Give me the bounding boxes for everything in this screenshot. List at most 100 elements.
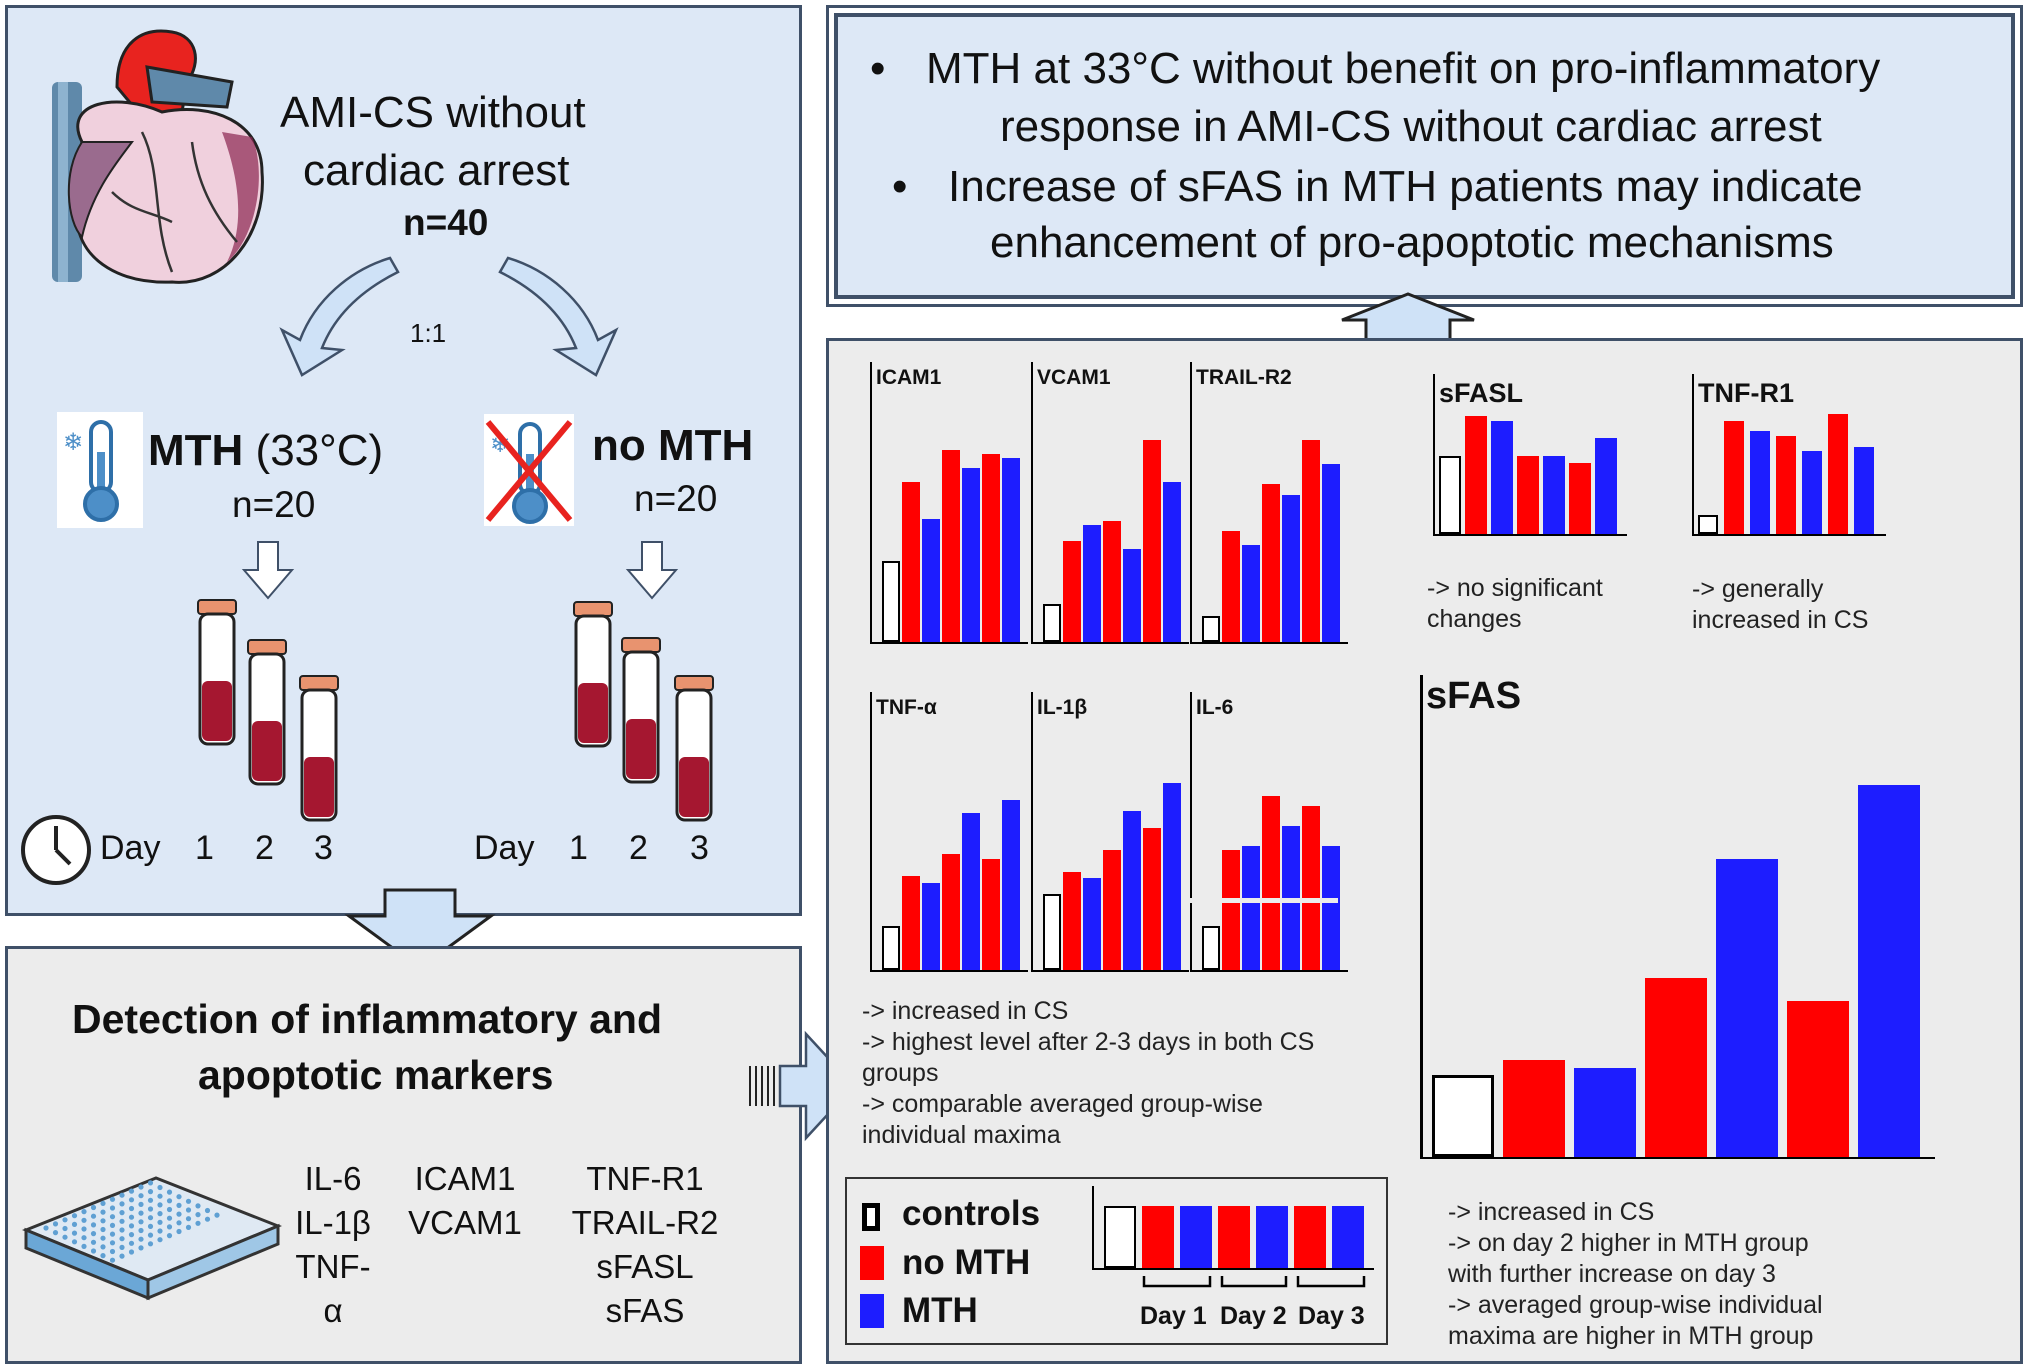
well-dot bbox=[81, 1226, 87, 1232]
well-dot bbox=[128, 1188, 135, 1194]
il6-x-axis bbox=[1190, 970, 1348, 972]
mth-down-arrow bbox=[241, 541, 295, 600]
il1b-bar-6 bbox=[1163, 783, 1181, 970]
well-dot bbox=[138, 1193, 144, 1199]
sfas-y-axis bbox=[1420, 675, 1423, 1157]
il6-title: IL-6 bbox=[1196, 696, 1234, 719]
tnfr1-bar-6 bbox=[1854, 447, 1874, 534]
markers-col3: TNF-R1 TRAIL-R2 sFASL sFAS bbox=[560, 1157, 730, 1333]
tnfa-bar-2 bbox=[922, 883, 940, 970]
crossed-thermometer-icon: ❄ bbox=[484, 414, 574, 526]
well-dot bbox=[100, 1253, 106, 1259]
well-dot bbox=[71, 1230, 78, 1236]
well-dot bbox=[52, 1221, 59, 1227]
panel-down-arrow bbox=[344, 888, 496, 970]
markers-col2: ICAM1 VCAM1 bbox=[400, 1157, 530, 1245]
conclusions-up-arrow bbox=[1341, 292, 1475, 350]
well-dot bbox=[166, 1233, 173, 1239]
marker-vcam1: VCAM1 bbox=[408, 1204, 522, 1241]
sfas-bar-3 bbox=[1645, 978, 1707, 1157]
il6-y-axis bbox=[1190, 692, 1192, 970]
well-dot bbox=[147, 1223, 154, 1229]
well-dot bbox=[166, 1215, 173, 1221]
conclusion-1-line2: response in AMI-CS without cardiac arres… bbox=[1000, 102, 1822, 151]
randomization-ratio: 1:1 bbox=[410, 318, 447, 348]
no-mth-day-3: 3 bbox=[690, 829, 709, 867]
well-dot bbox=[138, 1227, 144, 1234]
chart-tnfa: TNF-α bbox=[870, 692, 1030, 980]
well-dot bbox=[81, 1209, 87, 1215]
trailr2-bar-5 bbox=[1302, 440, 1320, 642]
well-dot bbox=[157, 1184, 163, 1191]
tnfa-title: TNF-α bbox=[876, 696, 937, 719]
vcam1-title: VCAM1 bbox=[1037, 366, 1111, 389]
vcam1-bar-0 bbox=[1043, 604, 1061, 642]
sfasl-bar-3 bbox=[1517, 456, 1539, 534]
no-mth-n: n=20 bbox=[634, 478, 718, 519]
sfasl-y-axis bbox=[1433, 374, 1435, 534]
vcam1-bar-4 bbox=[1123, 549, 1141, 642]
tnfr1-bar-3 bbox=[1776, 436, 1796, 534]
no-mth-down-arrow bbox=[625, 541, 679, 600]
randomization-right-arrow bbox=[498, 256, 619, 377]
legend-mini-bar-6 bbox=[1332, 1206, 1364, 1268]
randomization-left-arrow bbox=[279, 256, 400, 377]
icam1-bar-4 bbox=[962, 468, 980, 642]
il6-bar-3 bbox=[1262, 796, 1280, 970]
sfasl-bar-4 bbox=[1543, 456, 1565, 534]
legend-no-mth-swatch bbox=[860, 1246, 884, 1280]
icam1-bar-0 bbox=[882, 561, 900, 642]
no-mth-day-2: 2 bbox=[629, 829, 648, 867]
study-heading-line1: AMI-CS without bbox=[280, 88, 586, 137]
well-dot bbox=[157, 1202, 163, 1208]
well-dot bbox=[128, 1232, 135, 1238]
well-dot bbox=[157, 1237, 163, 1243]
well-dot bbox=[166, 1224, 173, 1230]
well-dot bbox=[157, 1211, 163, 1217]
legend-mini-bar-4 bbox=[1256, 1206, 1288, 1268]
tnfr1-bar-0 bbox=[1698, 515, 1718, 534]
tnfr1-bar-4 bbox=[1802, 451, 1822, 534]
trailr2-bar-0 bbox=[1202, 616, 1220, 642]
well-dot bbox=[147, 1180, 154, 1186]
well-dot bbox=[71, 1213, 78, 1219]
sfas-bar-0 bbox=[1432, 1075, 1494, 1157]
sfas-bar-1 bbox=[1503, 1060, 1565, 1157]
well-dot bbox=[62, 1225, 68, 1232]
well-dot bbox=[43, 1225, 49, 1231]
well-dot bbox=[119, 1236, 125, 1242]
well-dot bbox=[176, 1228, 182, 1235]
well-dot bbox=[119, 1192, 125, 1198]
well-dot bbox=[109, 1257, 116, 1263]
note-sfasl: -> no significant changes bbox=[1427, 574, 1603, 633]
il6-bar-6 bbox=[1322, 846, 1340, 970]
well-dot bbox=[62, 1217, 68, 1223]
vcam1-bar-5 bbox=[1143, 440, 1161, 642]
trailr2-bar-2 bbox=[1242, 545, 1260, 642]
tnfa-bar-6 bbox=[1002, 800, 1020, 970]
well-plate-icon bbox=[22, 1176, 283, 1301]
blood-tube-icon-no-mth bbox=[573, 601, 714, 822]
mth-label: MTH (33°C) bbox=[148, 426, 383, 476]
conclusion-1-line1: MTH at 33°C without benefit on pro-infla… bbox=[926, 44, 1881, 93]
marker-icam1: ICAM1 bbox=[414, 1160, 516, 1197]
well-dot bbox=[176, 1220, 182, 1226]
well-dot bbox=[157, 1228, 163, 1234]
il1b-bar-5 bbox=[1143, 828, 1161, 970]
conclusion-2-line1: Increase of sFAS in MTH patients may ind… bbox=[948, 162, 1863, 211]
trailr2-y-axis bbox=[1190, 362, 1192, 642]
well-dot bbox=[109, 1222, 116, 1228]
il1b-bar-1 bbox=[1063, 872, 1081, 970]
well-dot bbox=[100, 1235, 106, 1241]
well-dot bbox=[128, 1240, 135, 1246]
legend-controls-label: controls bbox=[902, 1194, 1041, 1233]
well-dot bbox=[128, 1214, 135, 1220]
il6-bar-5 bbox=[1302, 806, 1320, 970]
trailr2-bar-4 bbox=[1282, 495, 1300, 642]
well-dot bbox=[100, 1244, 106, 1250]
sfas-bar-5 bbox=[1787, 1001, 1849, 1157]
sfasl-x-axis bbox=[1433, 534, 1627, 536]
mth-n: n=20 bbox=[232, 484, 316, 525]
il6-axis-break bbox=[1188, 898, 1338, 903]
no-mth-day-1: 1 bbox=[569, 829, 588, 867]
